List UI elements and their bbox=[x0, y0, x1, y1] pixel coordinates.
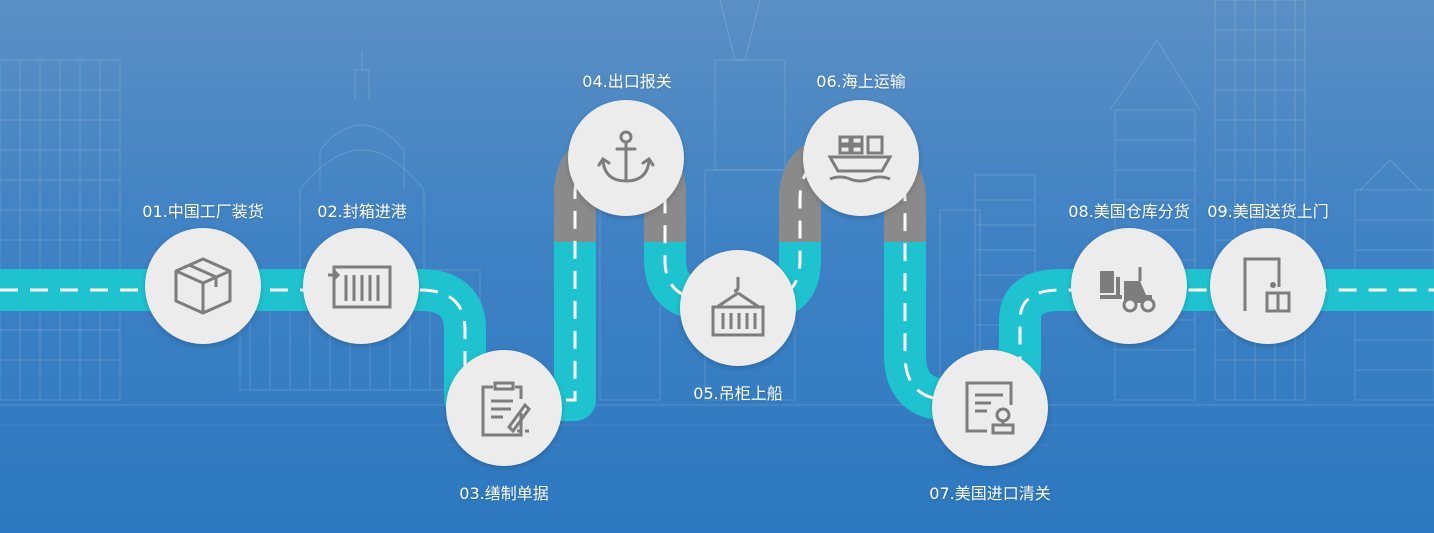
anchor-icon bbox=[597, 130, 655, 183]
step-8-label: 08.美国仓库分货 bbox=[1068, 202, 1190, 221]
step-6-circle bbox=[803, 100, 919, 216]
step-2-circle bbox=[303, 228, 419, 344]
step-3-circle bbox=[446, 350, 562, 466]
step-7-label: 07.美国进口清关 bbox=[929, 484, 1051, 503]
step-6-label: 06.海上运输 bbox=[816, 72, 906, 91]
step-5-circle bbox=[680, 250, 796, 366]
step-1-circle bbox=[145, 228, 261, 344]
box-icon bbox=[174, 257, 232, 315]
door-box-icon bbox=[1243, 257, 1291, 313]
container-icon bbox=[328, 265, 392, 309]
step-9-label: 09.美国送货上门 bbox=[1207, 202, 1329, 221]
stamp-document-icon bbox=[965, 381, 1015, 435]
forklift-icon bbox=[1100, 267, 1156, 313]
cargo-ship-icon bbox=[827, 135, 893, 183]
step-5-label: 05.吊柜上船 bbox=[693, 384, 783, 403]
clipboard-icon bbox=[481, 381, 531, 437]
crane-container-icon bbox=[711, 277, 765, 337]
step-9-circle bbox=[1210, 228, 1326, 344]
step-7-circle bbox=[932, 350, 1048, 466]
step-4-circle bbox=[568, 100, 684, 216]
step-4-label: 04.出口报关 bbox=[582, 72, 672, 91]
step-8-circle bbox=[1071, 228, 1187, 344]
step-1-label: 01.中国工厂装货 bbox=[142, 202, 264, 221]
step-3-label: 03.缮制单据 bbox=[459, 484, 549, 503]
step-2-label: 02.封箱进港 bbox=[317, 202, 407, 221]
